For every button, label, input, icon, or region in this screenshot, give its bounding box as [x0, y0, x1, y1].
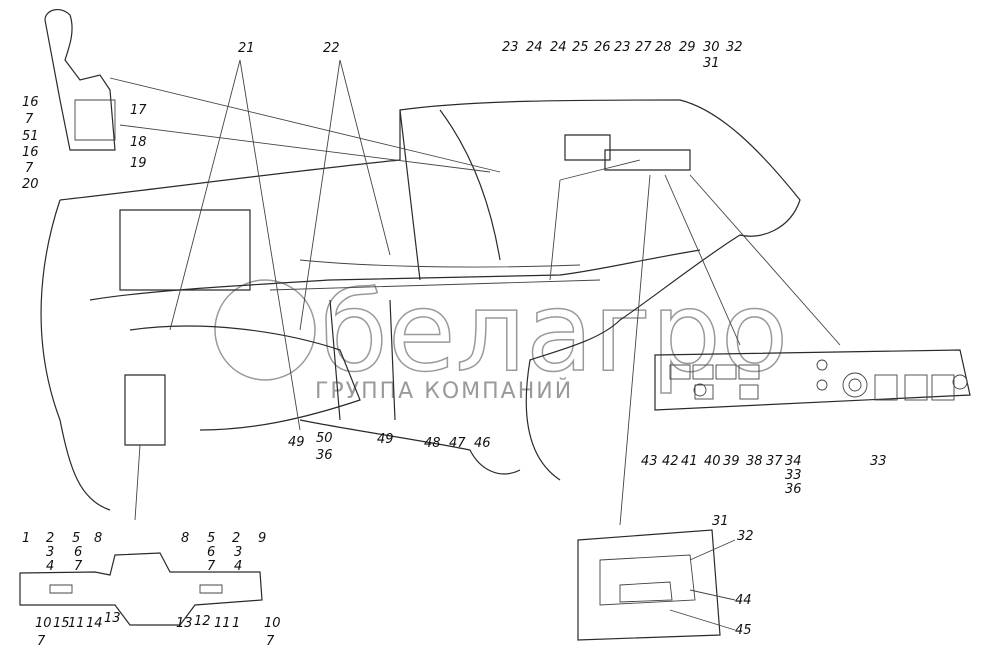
label: 1: [22, 531, 30, 546]
watermark-brand: белагро: [320, 268, 788, 396]
label: 33: [785, 468, 802, 483]
label: 31: [712, 514, 729, 529]
label: 32: [737, 529, 754, 544]
label: 42: [662, 454, 679, 469]
label: 11: [68, 616, 85, 631]
label: 13: [104, 611, 121, 626]
label: 29: [679, 40, 696, 55]
label: 10: [35, 616, 52, 631]
label: 7: [207, 559, 216, 574]
label: 40: [704, 454, 721, 469]
label: 24: [526, 40, 543, 55]
label: 28: [655, 40, 672, 55]
label: 22: [323, 41, 340, 56]
label: 4: [46, 559, 54, 574]
watermark: белагро ГРУППА КОМПАНИЙ: [214, 267, 789, 404]
label: 38: [746, 454, 763, 469]
label: 13: [176, 616, 193, 631]
label: 5: [72, 531, 80, 546]
label: 36: [316, 448, 333, 463]
label: 7: [266, 634, 275, 649]
label: 18: [130, 135, 147, 150]
label: 25: [572, 40, 589, 55]
label: 15: [53, 616, 70, 631]
label: 5: [207, 531, 215, 546]
label: 23: [502, 40, 519, 55]
label: 6: [74, 545, 82, 560]
label: 41: [681, 454, 698, 469]
label: 27: [635, 40, 652, 55]
label: 30: [703, 40, 720, 55]
label: 39: [723, 454, 740, 469]
label: 21: [238, 41, 255, 56]
label: 43: [641, 454, 658, 469]
label: 50: [316, 431, 333, 446]
label: 36: [785, 482, 802, 497]
label: 24: [550, 40, 567, 55]
label: 6: [207, 545, 215, 560]
label: 3: [234, 545, 242, 560]
label: 49: [377, 432, 394, 447]
label: 11: [214, 616, 231, 631]
label: 9: [258, 531, 266, 546]
label: 51: [22, 129, 39, 144]
label: 19: [130, 156, 147, 171]
label: 12: [194, 614, 211, 629]
label: 16: [22, 145, 39, 160]
label: 32: [726, 40, 743, 55]
label: 2: [232, 531, 240, 546]
label: 7: [37, 634, 46, 649]
label: 47: [449, 436, 466, 451]
label: 7: [25, 161, 34, 176]
label: 20: [22, 177, 39, 192]
label: 1: [232, 616, 240, 631]
label: 31: [703, 56, 720, 71]
label: 26: [594, 40, 611, 55]
label: 48: [424, 436, 441, 451]
label: 14: [86, 616, 103, 631]
callout-labels: 16 7 51 16 7 20 17 18 19 21 22 23 24 24 …: [22, 40, 887, 649]
label: 16: [22, 95, 39, 110]
label: 44: [735, 593, 752, 608]
label: 23: [614, 40, 631, 55]
label: 37: [766, 454, 783, 469]
label: 34: [785, 454, 802, 469]
label: 4: [234, 559, 242, 574]
watermark-subtitle: ГРУППА КОМПАНИЙ: [315, 378, 573, 404]
label: 45: [735, 623, 752, 638]
label: 49: [288, 435, 305, 450]
label: 10: [264, 616, 281, 631]
label: 3: [46, 545, 54, 560]
label: 7: [74, 559, 83, 574]
label: 17: [130, 103, 147, 118]
label: 8: [94, 531, 102, 546]
label: 2: [46, 531, 54, 546]
label: 33: [870, 454, 887, 469]
label: 46: [474, 436, 491, 451]
tractor-outline: [19, 8, 971, 641]
label: 7: [25, 112, 34, 127]
label: 8: [181, 531, 189, 546]
